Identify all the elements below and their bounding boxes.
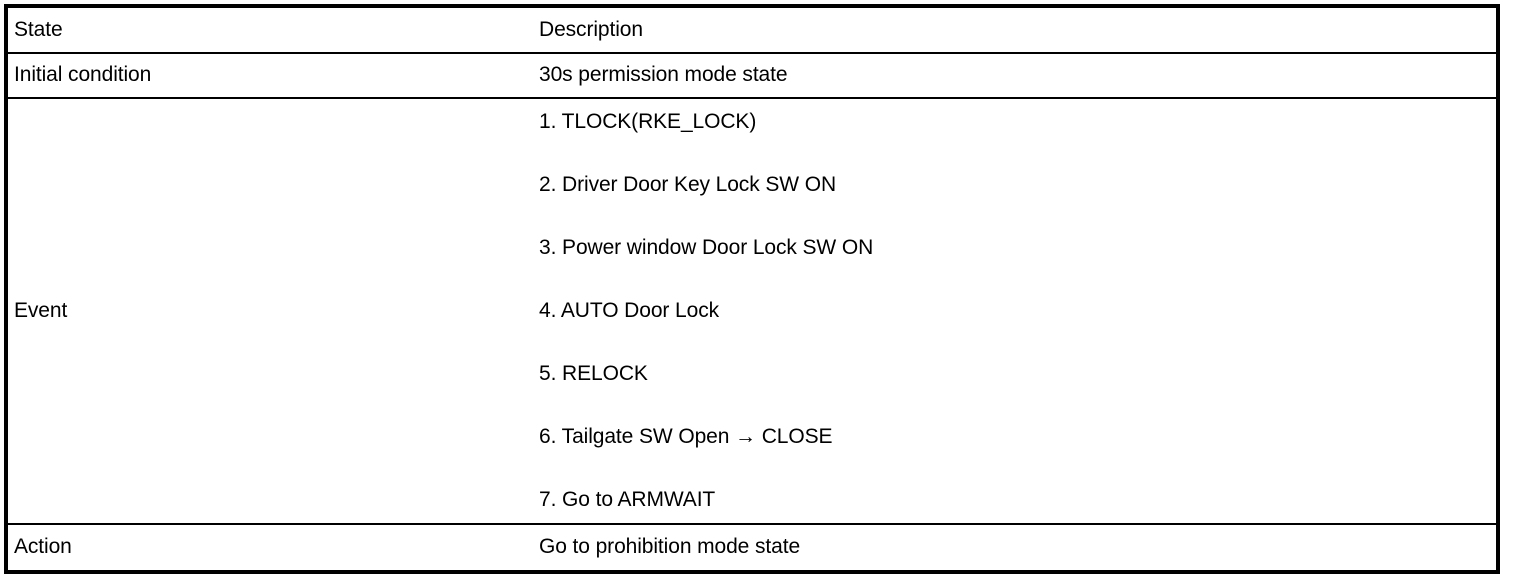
cell-description-event: 1. TLOCK(RKE_LOCK) 2. Driver Door Key Lo… — [533, 98, 1498, 525]
event-step-item: 4. AUTO Door Lock — [539, 299, 719, 322]
cell-state-action: Action — [6, 524, 533, 572]
table-row-action: Action Go to prohibition mode state — [6, 524, 1498, 572]
cell-state-event: Event — [6, 98, 533, 525]
event-step-item: 2. Driver Door Key Lock SW ON — [539, 173, 837, 196]
header-label-state: State — [14, 17, 63, 41]
table-header-row: State Description — [6, 6, 1498, 54]
event-step-item: 7. Go to ARMWAIT — [539, 488, 716, 511]
cell-description-initial-condition: 30s permission mode state — [533, 53, 1498, 99]
header-label-description: Description — [539, 17, 643, 41]
label-action: Action — [14, 535, 72, 559]
event-list-wrapper: 1. TLOCK(RKE_LOCK) 2. Driver Door Key Lo… — [533, 99, 1496, 523]
table-row-event: Event 1. TLOCK(RKE_LOCK) 2. Driver Door … — [6, 98, 1498, 525]
header-cell-state: State — [6, 6, 533, 54]
event-step-item: 6. Tailgate SW Open → CLOSE — [539, 425, 833, 448]
label-event: Event — [14, 298, 68, 322]
event-step-list: 1. TLOCK(RKE_LOCK) 2. Driver Door Key Lo… — [539, 111, 1490, 510]
cell-description-action: Go to prohibition mode state — [533, 524, 1498, 572]
spec-table: State Description Initial condition 30s … — [4, 4, 1500, 574]
event-step-item: 5. RELOCK — [539, 362, 648, 385]
label-initial-condition: Initial condition — [14, 63, 152, 87]
cell-state-initial-condition: Initial condition — [6, 53, 533, 99]
value-action: Go to prohibition mode state — [539, 535, 801, 559]
event-step-item: 1. TLOCK(RKE_LOCK) — [539, 110, 757, 133]
table-row-initial-condition: Initial condition 30s permission mode st… — [6, 53, 1498, 99]
value-initial-condition: 30s permission mode state — [539, 63, 788, 87]
header-cell-description: Description — [533, 6, 1498, 54]
event-step-item: 3. Power window Door Lock SW ON — [539, 236, 874, 259]
